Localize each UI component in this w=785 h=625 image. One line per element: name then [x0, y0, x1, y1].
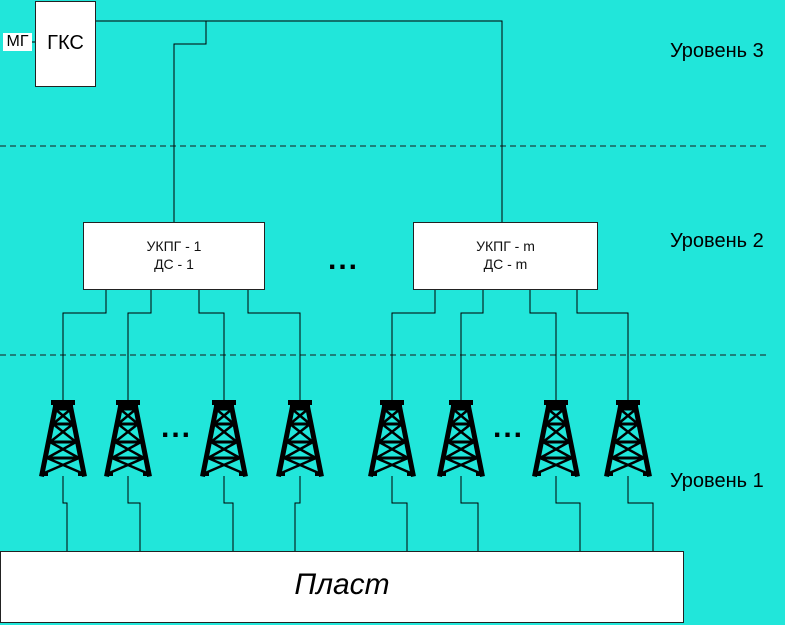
ukpg-ellipsis: ... [328, 243, 360, 276]
wells-ellipsis-group-1: ... [161, 411, 193, 444]
ukpg-1-subtitle: ДС - 1 [154, 256, 194, 272]
wells-ellipsis-group-m: ... [493, 411, 525, 444]
reservoir-label: Пласт [294, 568, 390, 601]
ukpg-1-well-lines [62, 290, 301, 402]
ukpg-m-well-2-line [460, 290, 484, 402]
ukpg-1-well-1-line [62, 290, 107, 402]
ukpg-1-well-3-line [198, 290, 225, 402]
gks-to-ukpg-m-line [206, 20, 503, 222]
ukpg-m-subtitle: ДС - m [483, 256, 528, 272]
oil-derrick-icon [533, 400, 579, 476]
oil-derrick-icon [201, 400, 247, 476]
oil-derrick-icon [369, 400, 415, 476]
level-1-label: Уровень 1 [670, 470, 764, 492]
level-2-label: Уровень 2 [670, 230, 764, 252]
level-3-label: Уровень 3 [670, 40, 764, 62]
gks-box: ГКС [35, 1, 96, 87]
ukpg-1-box: УКПГ - 1 ДС - 1 [83, 222, 265, 290]
oil-derrick-icon [277, 400, 323, 476]
ukpg-m-well-lines [391, 290, 629, 402]
oil-derrick-icon [105, 400, 151, 476]
reservoir-box: Пласт [0, 551, 684, 623]
ukpg-1-title: УКПГ - 1 [146, 238, 202, 254]
well-reservoir-lines [62, 476, 654, 551]
mg-label: МГ [3, 33, 32, 51]
ukpg-m-well-4-line [576, 290, 629, 402]
ukpg-m-box: УКПГ - m ДС - m [413, 222, 598, 290]
oil-derrick-icon [438, 400, 484, 476]
ukpg-1-well-4-line [247, 290, 301, 402]
oil-derrick-icon [40, 400, 86, 476]
gks-label: ГКС [47, 32, 84, 54]
ukpg-m-well-3-line [529, 290, 557, 402]
gks-to-ukpg-1-line [96, 20, 207, 222]
ukpg-m-title: УКПГ - m [476, 238, 535, 254]
oil-derrick-icon [605, 400, 651, 476]
ukpg-1-well-2-line [127, 290, 152, 402]
ukpg-m-well-1-line [391, 290, 436, 402]
